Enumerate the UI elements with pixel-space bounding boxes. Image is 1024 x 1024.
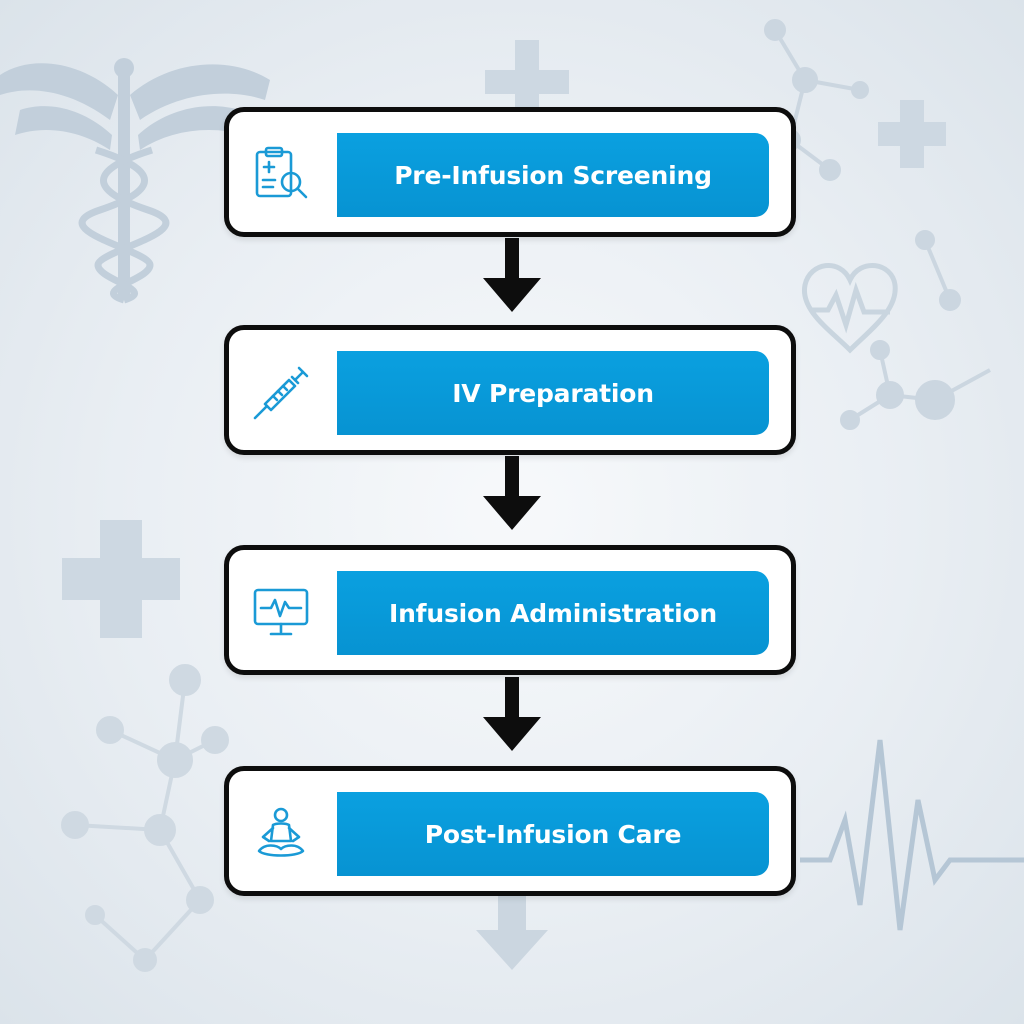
step-label: IV Preparation — [337, 351, 769, 435]
syringe-icon — [249, 360, 313, 424]
clipboard-search-icon — [249, 142, 313, 206]
heart-pulse-icon — [802, 262, 898, 354]
molecule-icon — [840, 230, 991, 430]
step-card-infusion-administration: Infusion Administration — [224, 545, 796, 675]
medical-cross-icon — [485, 40, 569, 124]
step-label: Pre-Infusion Screening — [337, 133, 769, 217]
molecule-icon — [61, 664, 229, 972]
step-card-pre-infusion-screening: Pre-Infusion Screening — [224, 107, 796, 237]
step-card-post-infusion-care: Post-Infusion Care — [224, 766, 796, 896]
flow-arrow-down — [478, 238, 546, 314]
medical-cross-icon — [62, 520, 180, 638]
ecg-line-icon — [800, 739, 1024, 931]
medical-cross-icon — [878, 100, 946, 168]
monitor-heartbeat-icon — [249, 580, 313, 644]
caduceus-icon — [0, 58, 270, 304]
faint-down-arrow-icon — [476, 895, 548, 970]
step-label: Infusion Administration — [337, 571, 769, 655]
flow-arrow-down — [478, 677, 546, 753]
flow-arrow-down — [478, 456, 546, 532]
step-card-iv-preparation: IV Preparation — [224, 325, 796, 455]
meditation-person-icon — [249, 801, 313, 865]
step-label: Post-Infusion Care — [337, 792, 769, 876]
